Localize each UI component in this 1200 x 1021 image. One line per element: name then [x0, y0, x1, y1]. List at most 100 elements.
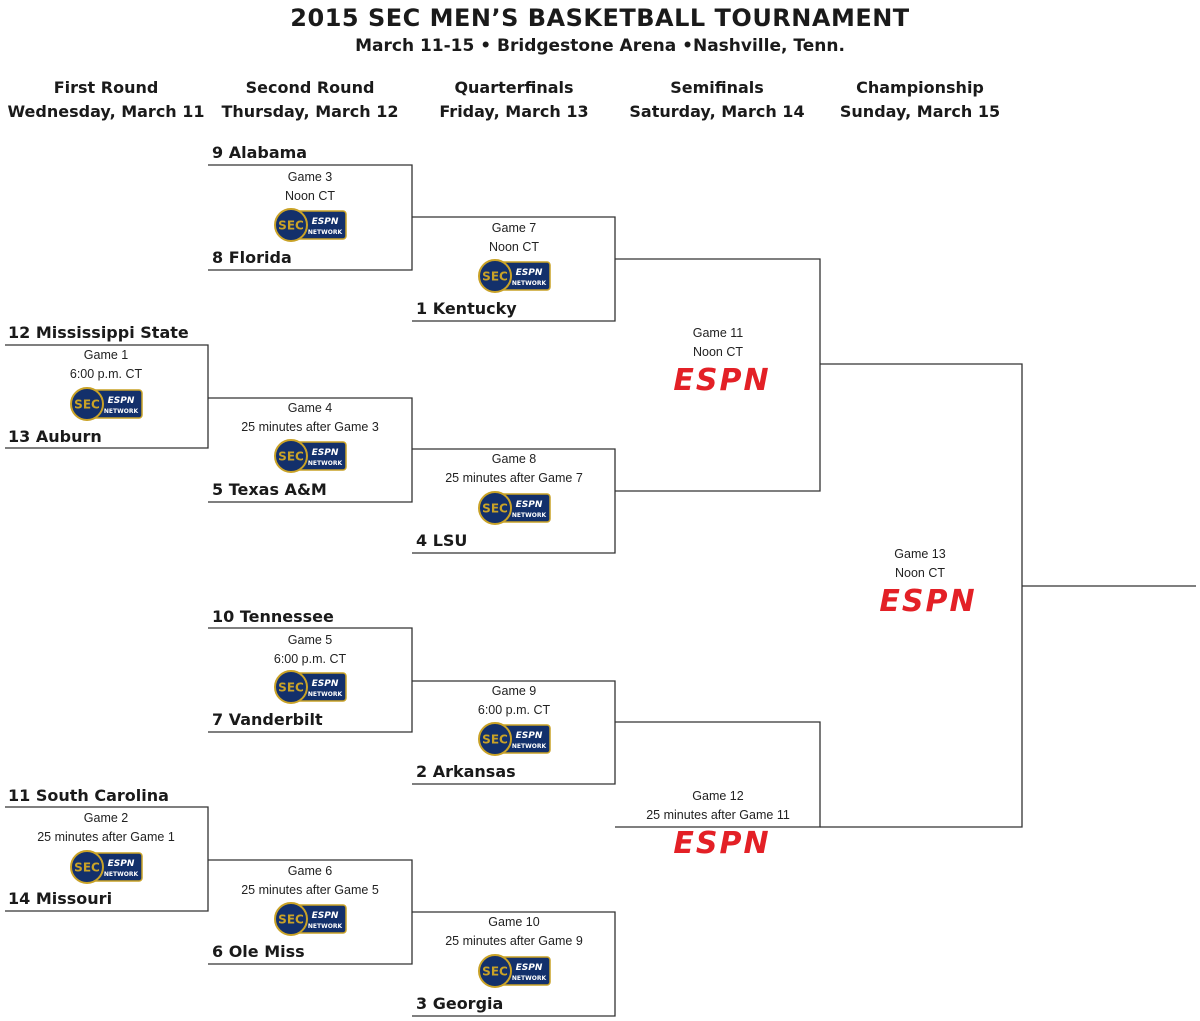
svg-text:SEC: SEC — [74, 861, 100, 875]
game-time: 25 minutes after Game 3 — [241, 420, 379, 434]
round-date: Thursday, March 12 — [221, 102, 399, 121]
team-mississippi-state: 12 Mississippi State — [8, 323, 189, 342]
round-name: Quarterfinals — [454, 78, 574, 97]
team-lsu: 4 LSU — [416, 531, 468, 550]
bracket-line-game13 — [820, 363, 1023, 828]
bracket-line-game8 — [412, 448, 616, 554]
game-label: Game 1 — [83, 348, 129, 362]
svg-text:ESPN: ESPN — [312, 217, 339, 227]
game-2-info: Game 2 25 minutes after Game 1 — [6, 809, 206, 847]
team-auburn: 13 Auburn — [8, 427, 102, 446]
svg-text:NETWORK: NETWORK — [512, 975, 547, 982]
svg-text:NETWORK: NETWORK — [308, 923, 343, 930]
svg-text:SEC: SEC — [278, 219, 304, 233]
svg-text:NETWORK: NETWORK — [512, 280, 547, 287]
team-missouri: 14 Missouri — [8, 889, 113, 908]
game-label: Game 12 — [692, 789, 744, 803]
sec-network-logo-icon: SEC ESPN NETWORK — [70, 850, 143, 884]
game-9-info: Game 9 6:00 p.m. CT — [414, 682, 614, 720]
espn-logo-icon: ESPN — [673, 363, 771, 398]
round-name: Second Round — [245, 78, 375, 97]
svg-text:NETWORK: NETWORK — [308, 460, 343, 467]
svg-text:ESPN: ESPN — [108, 859, 135, 869]
game-1-info: Game 1 6:00 p.m. CT — [6, 346, 206, 384]
svg-text:ESPN: ESPN — [312, 911, 339, 921]
game-time: 25 minutes after Game 1 — [37, 830, 175, 844]
bracket-line-game7 — [412, 216, 616, 322]
game-12-info: Game 12 25 minutes after Game 11 — [618, 787, 818, 825]
game-time: Noon CT — [284, 189, 336, 203]
svg-text:ESPN: ESPN — [516, 963, 543, 973]
team-ole-miss: 6 Ole Miss — [212, 942, 305, 961]
svg-text:SEC: SEC — [74, 398, 100, 412]
game-13-info: Game 13 Noon CT — [820, 545, 1020, 583]
game-time: Noon CT — [894, 566, 946, 580]
bracket-line-game5 — [208, 627, 413, 733]
svg-text:SEC: SEC — [482, 502, 508, 516]
game-5-info: Game 5 6:00 p.m. CT — [210, 631, 410, 669]
team-tennessee: 10 Tennessee — [212, 607, 334, 626]
game-label: Game 10 — [488, 915, 540, 929]
round-date: Saturday, March 14 — [629, 102, 805, 121]
game-time: 6:00 p.m. CT — [477, 703, 551, 717]
round-date: Sunday, March 15 — [839, 102, 1001, 121]
bracket-line-game11 — [615, 258, 821, 492]
game-label: Game 3 — [287, 170, 333, 184]
game-11-info: Game 11 Noon CT — [618, 324, 818, 362]
round-date: Friday, March 13 — [439, 102, 589, 121]
svg-text:ESPN: ESPN — [516, 500, 543, 510]
team-arkansas: 2 Arkansas — [416, 762, 516, 781]
team-florida: 8 Florida — [212, 248, 292, 267]
svg-text:SEC: SEC — [482, 270, 508, 284]
game-3-info: Game 3 Noon CT — [210, 168, 410, 206]
sec-network-logo-icon: SEC ESPN NETWORK — [274, 902, 347, 936]
bracket-line-game10 — [412, 911, 616, 1017]
game-time: Noon CT — [488, 240, 540, 254]
game-time: Noon CT — [692, 345, 744, 359]
team-kentucky: 1 Kentucky — [416, 299, 517, 318]
svg-text:SEC: SEC — [278, 913, 304, 927]
svg-text:ESPN: ESPN — [312, 679, 339, 689]
sec-network-logo-icon: SEC ESPN NETWORK — [478, 259, 551, 293]
game-7-info: Game 7 Noon CT — [414, 219, 614, 257]
svg-text:NETWORK: NETWORK — [512, 512, 547, 519]
espn-logo-icon: ESPN — [673, 826, 771, 861]
svg-text:SEC: SEC — [278, 450, 304, 464]
game-time: 6:00 p.m. CT — [69, 367, 143, 381]
round-name: Championship — [856, 78, 984, 97]
page-subtitle: March 11-15 • Bridgestone Arena •Nashvil… — [355, 36, 845, 56]
game-label: Game 13 — [894, 547, 946, 561]
game-time: 25 minutes after Game 7 — [445, 471, 583, 485]
round-date: Wednesday, March 11 — [7, 102, 205, 121]
round-header-first: First Round Wednesday, March 11 — [6, 76, 206, 124]
team-alabama: 9 Alabama — [212, 143, 308, 162]
svg-text:ESPN: ESPN — [516, 731, 543, 741]
round-header-quarterfinals: Quarterfinals Friday, March 13 — [414, 76, 614, 124]
game-label: Game 8 — [491, 452, 537, 466]
svg-text:SEC: SEC — [482, 733, 508, 747]
game-label: Game 4 — [287, 401, 333, 415]
bracket-line-game12 — [615, 721, 821, 828]
bracket-line-game1 — [5, 344, 209, 449]
svg-text:ESPN: ESPN — [516, 268, 543, 278]
round-name: Semifinals — [670, 78, 764, 97]
game-6-info: Game 6 25 minutes after Game 5 — [210, 862, 410, 900]
svg-text:NETWORK: NETWORK — [512, 743, 547, 750]
team-south-carolina: 11 South Carolina — [8, 786, 169, 805]
game-label: Game 2 — [83, 811, 129, 825]
game-10-info: Game 10 25 minutes after Game 9 — [414, 913, 614, 951]
game-time: 25 minutes after Game 9 — [445, 934, 583, 948]
svg-text:NETWORK: NETWORK — [104, 408, 139, 415]
game-label: Game 6 — [287, 864, 333, 878]
game-time: 25 minutes after Game 5 — [241, 883, 379, 897]
round-name: First Round — [53, 78, 159, 97]
sec-network-logo-icon: SEC ESPN NETWORK — [478, 722, 551, 756]
svg-text:NETWORK: NETWORK — [104, 871, 139, 878]
team-georgia: 3 Georgia — [416, 994, 504, 1013]
